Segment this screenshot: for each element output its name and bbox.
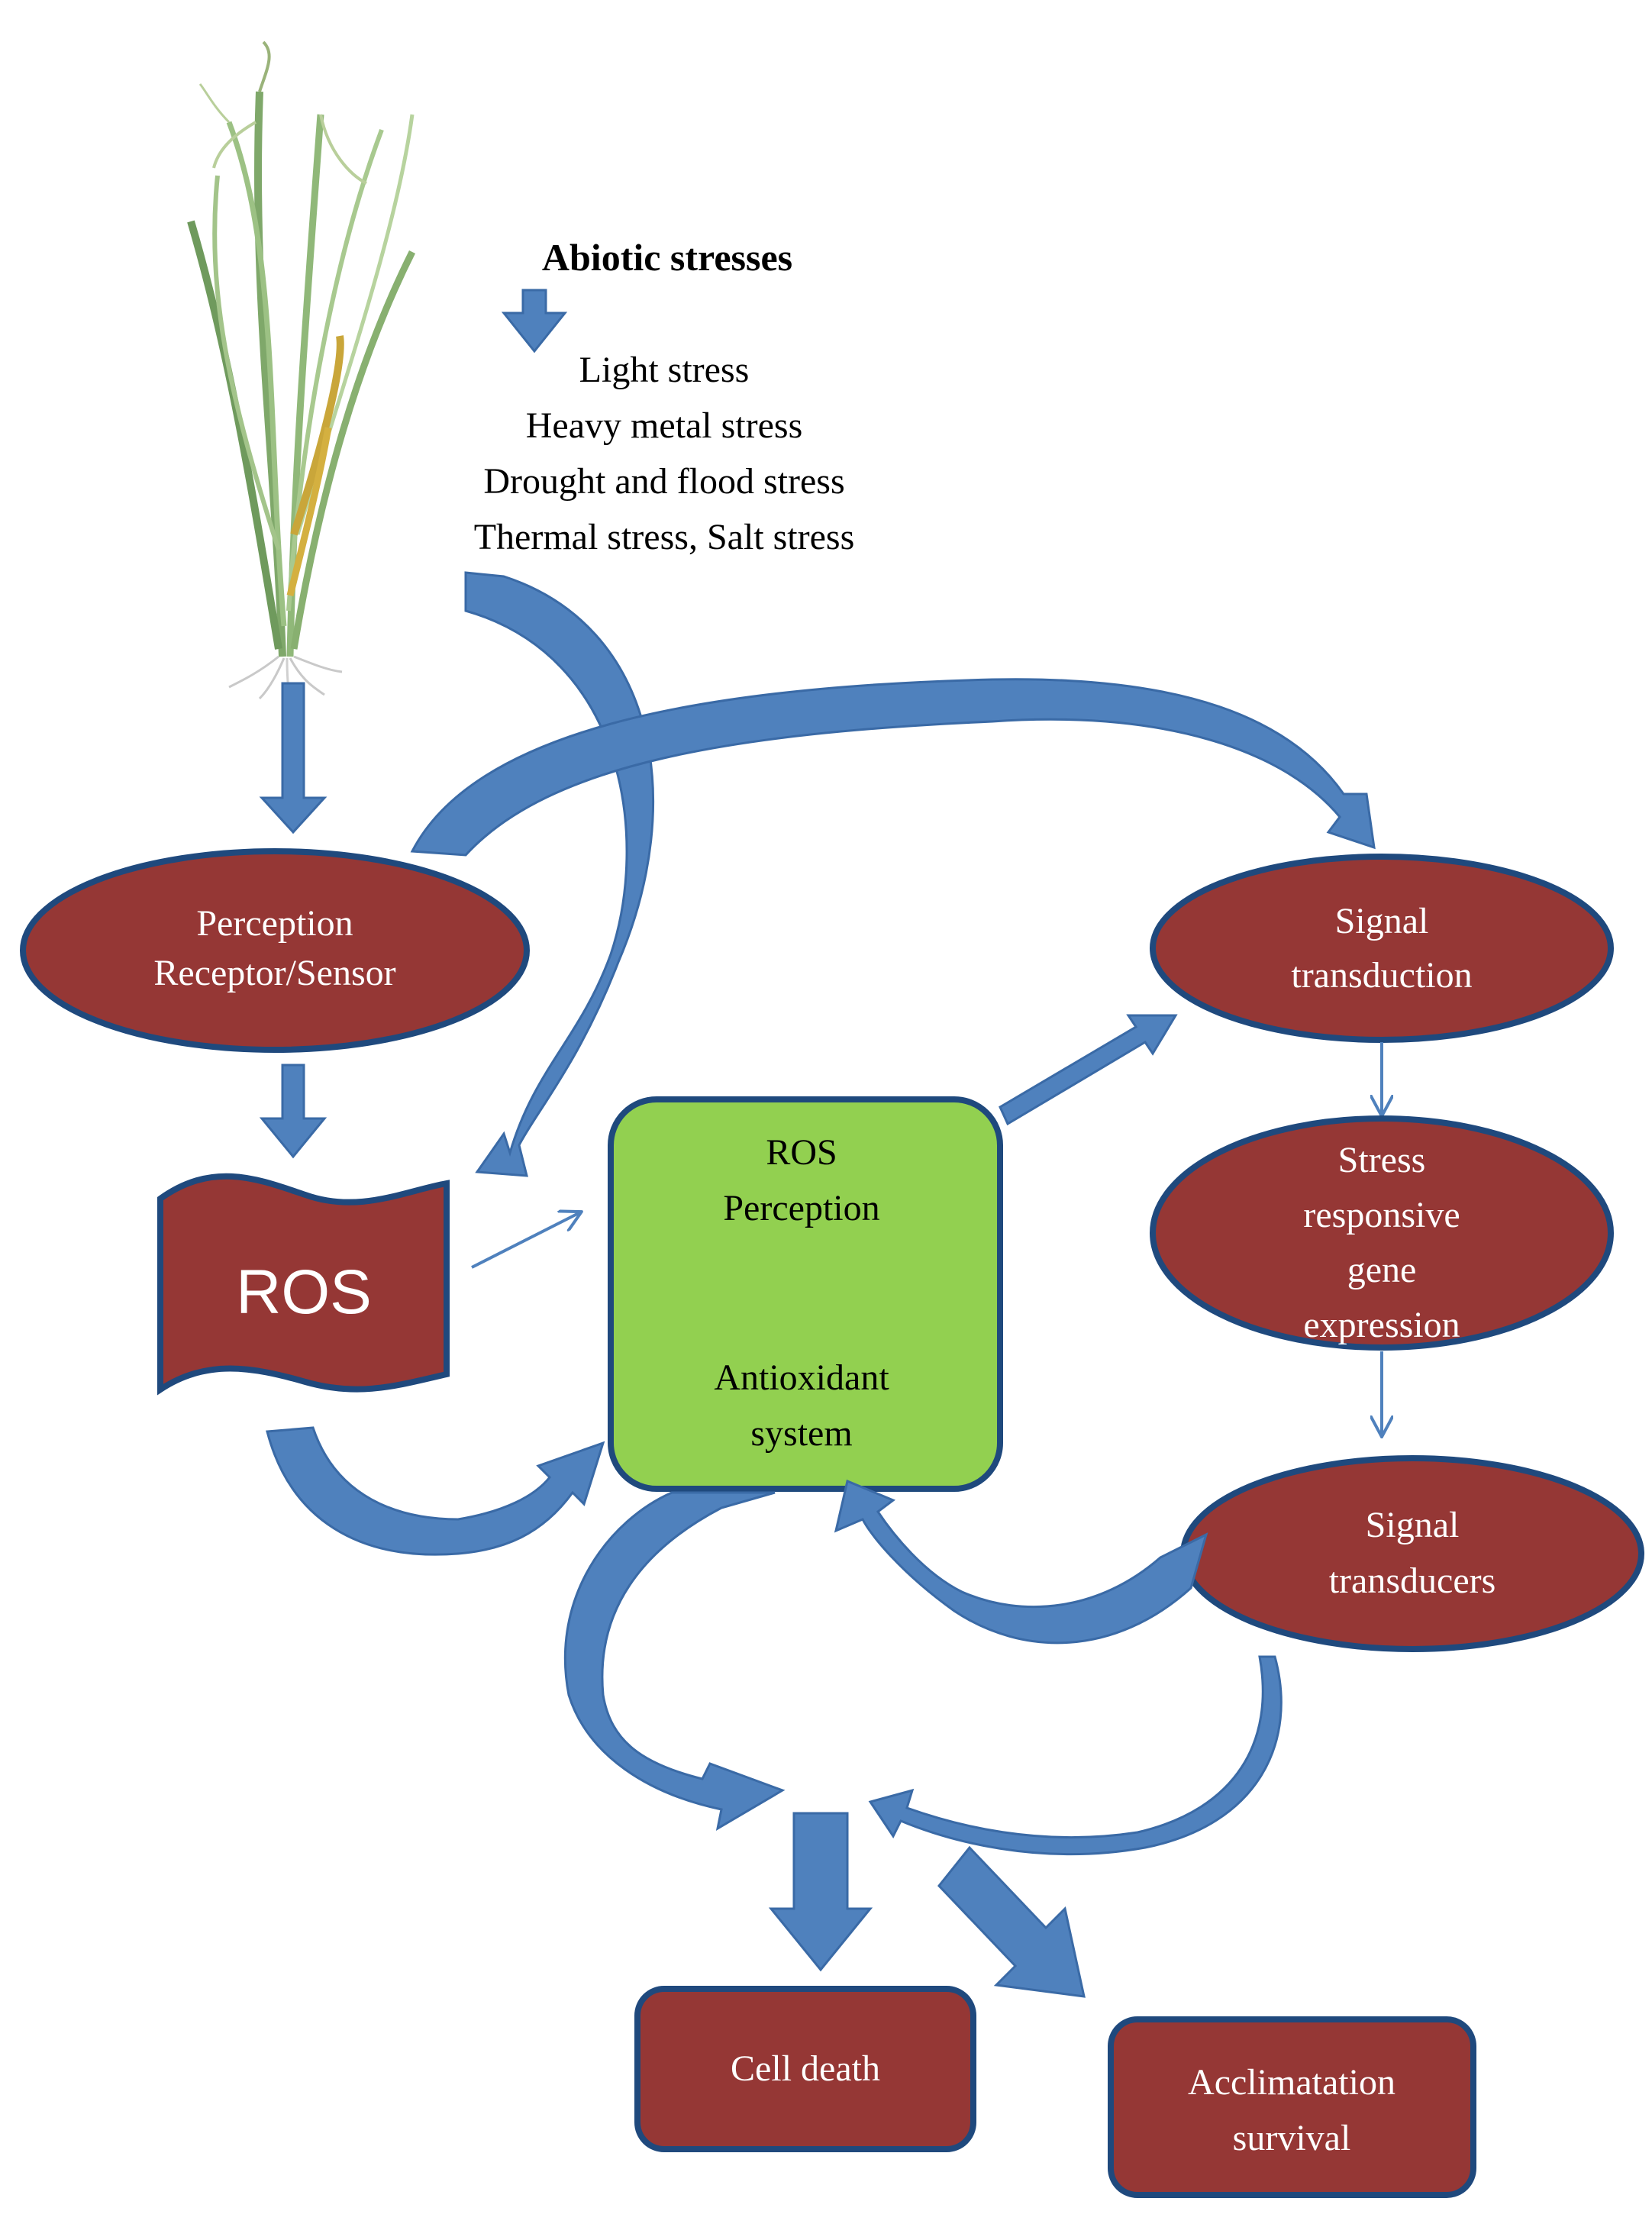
signal-transducers-label-2: transducers	[1329, 1561, 1496, 1601]
perception-label-1: Perception	[196, 903, 353, 944]
ros-perception-antioxidant-box	[608, 1096, 1003, 1492]
stress-gene-label-4: expression	[1303, 1305, 1460, 1345]
ros-box-top-2: Perception	[723, 1188, 879, 1228]
antioxidant-to-outcome-curve-arrow	[563, 1491, 786, 1831]
to-cell-death-arrow	[768, 1812, 873, 1972]
box-to-signal-arrow	[999, 1014, 1178, 1126]
acclimatation-label-1: Acclimatation	[1188, 2062, 1395, 2103]
perception-to-ros-arrow	[259, 1064, 327, 1159]
ros-label: ROS	[236, 1257, 372, 1327]
ros-box-bottom-2: system	[750, 1413, 852, 1454]
ros-to-antioxidant-curve-arrow	[266, 1426, 605, 1556]
stress-gene-label-2: responsive	[1303, 1195, 1460, 1235]
signal-transducers-label-1: Signal	[1366, 1505, 1460, 1545]
stresses-to-ros-arrow	[464, 571, 654, 1177]
stress-gene-label-3: gene	[1347, 1250, 1417, 1290]
stress-down-arrow	[501, 289, 568, 353]
stress-gene-node	[1150, 1115, 1614, 1351]
stress-item-thermal-salt: Thermal stress, Salt stress	[474, 517, 855, 557]
signal-transduction-label-1: Signal	[1335, 901, 1429, 941]
stress-item-light: Light stress	[579, 350, 750, 390]
acclimatation-label-2: survival	[1233, 2118, 1351, 2158]
ros-node	[157, 1173, 450, 1396]
ros-box-top-1: ROS	[766, 1132, 837, 1173]
perception-to-signal-arc-arrow	[410, 678, 1376, 857]
signal-transduction-label-2: transduction	[1291, 955, 1472, 996]
stress-gene-label-1: Stress	[1338, 1140, 1426, 1180]
ros-to-perception-thin-arrow	[471, 1212, 580, 1269]
ros-box-bottom-1: Antioxidant	[714, 1357, 889, 1398]
stress-item-heavy-metal: Heavy metal stress	[526, 405, 803, 446]
signal-transduction-node	[1150, 854, 1614, 1043]
signal-transducers-node	[1180, 1455, 1644, 1652]
perception-node	[20, 848, 530, 1053]
rice-plant-icon	[187, 40, 416, 702]
cell-death-node	[634, 1986, 976, 2152]
acclimatation-node	[1108, 2016, 1476, 2198]
perception-label-2: Receptor/Sensor	[153, 953, 395, 993]
to-acclimatation-arrow	[937, 1845, 1086, 1998]
plant-to-perception-arrow	[259, 682, 327, 834]
stresses-title: Abiotic stresses	[542, 236, 792, 279]
transducers-to-outcome-curve-arrow	[868, 1655, 1283, 1856]
transducers-to-antioxidant-curve-arrow	[834, 1479, 1208, 1645]
cell-death-label: Cell death	[731, 2048, 880, 2089]
stress-item-drought-flood: Drought and flood stress	[483, 461, 844, 502]
